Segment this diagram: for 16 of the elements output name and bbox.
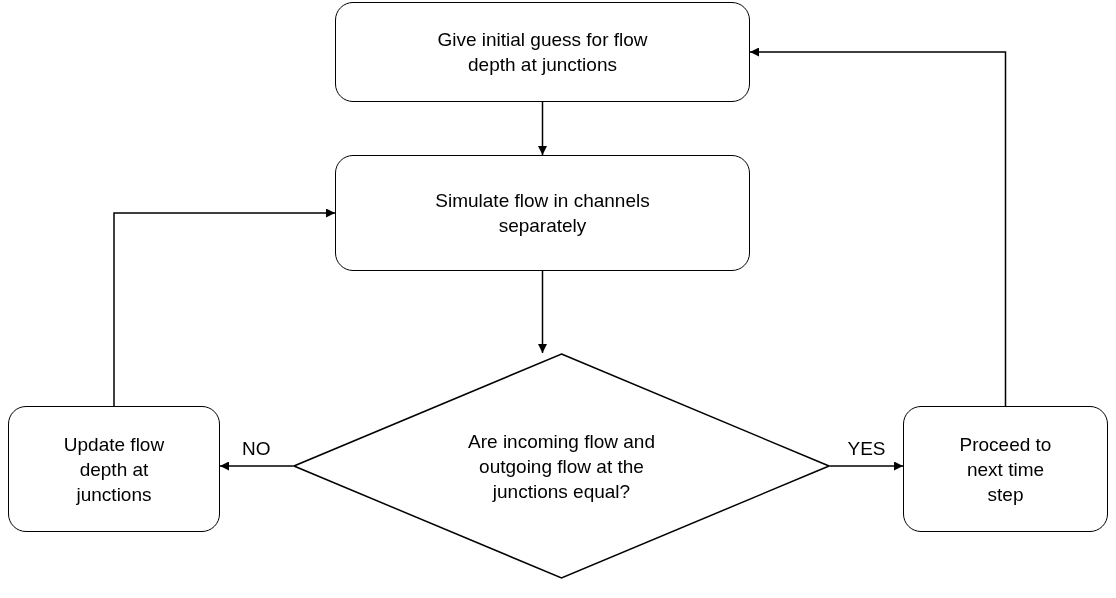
node-text: Simulate flow in channels separately [434, 189, 651, 238]
node-text: Proceed to next time step [958, 432, 1053, 507]
process-box [335, 2, 750, 102]
process-box [8, 406, 220, 532]
arrow [113, 208, 336, 407]
process-box [335, 155, 750, 271]
arrow [749, 47, 1007, 407]
node-text: Give initial guess for flow depth at junctions [436, 28, 649, 77]
decision-diamond [293, 353, 830, 579]
arrow [829, 461, 904, 471]
arrow [538, 270, 547, 354]
arrow [538, 101, 547, 156]
process-box [903, 406, 1108, 532]
node-text: Update flow depth at junctions [62, 432, 166, 507]
node-text: Are incoming flow and outgoing flow at the junctions equal? [467, 429, 656, 504]
arrow [219, 461, 294, 471]
